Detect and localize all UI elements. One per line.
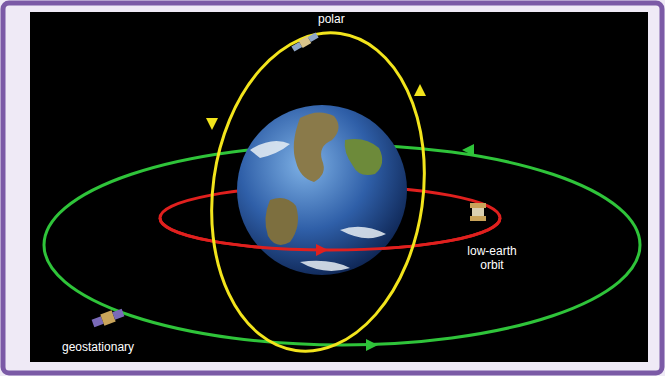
orbit-arrow <box>366 339 378 351</box>
orbit-label: geostationary <box>62 340 134 354</box>
orbit-arrow <box>462 144 474 156</box>
orbit-arrow <box>206 118 218 130</box>
continent <box>345 139 383 175</box>
geostationary-satellite <box>91 307 125 329</box>
orbit-label: polar <box>318 12 345 26</box>
clouds <box>250 141 386 271</box>
orbit-arrow <box>316 244 328 256</box>
space-background <box>30 12 648 362</box>
continent <box>265 198 298 245</box>
low-earth-satellite <box>470 203 486 221</box>
polar-orbit <box>192 19 444 365</box>
polar-satellite <box>291 32 319 53</box>
orbit-label: low-earth orbit <box>456 244 528 272</box>
orbit-arrow <box>414 84 426 96</box>
frame <box>3 3 662 373</box>
continent <box>294 112 339 182</box>
